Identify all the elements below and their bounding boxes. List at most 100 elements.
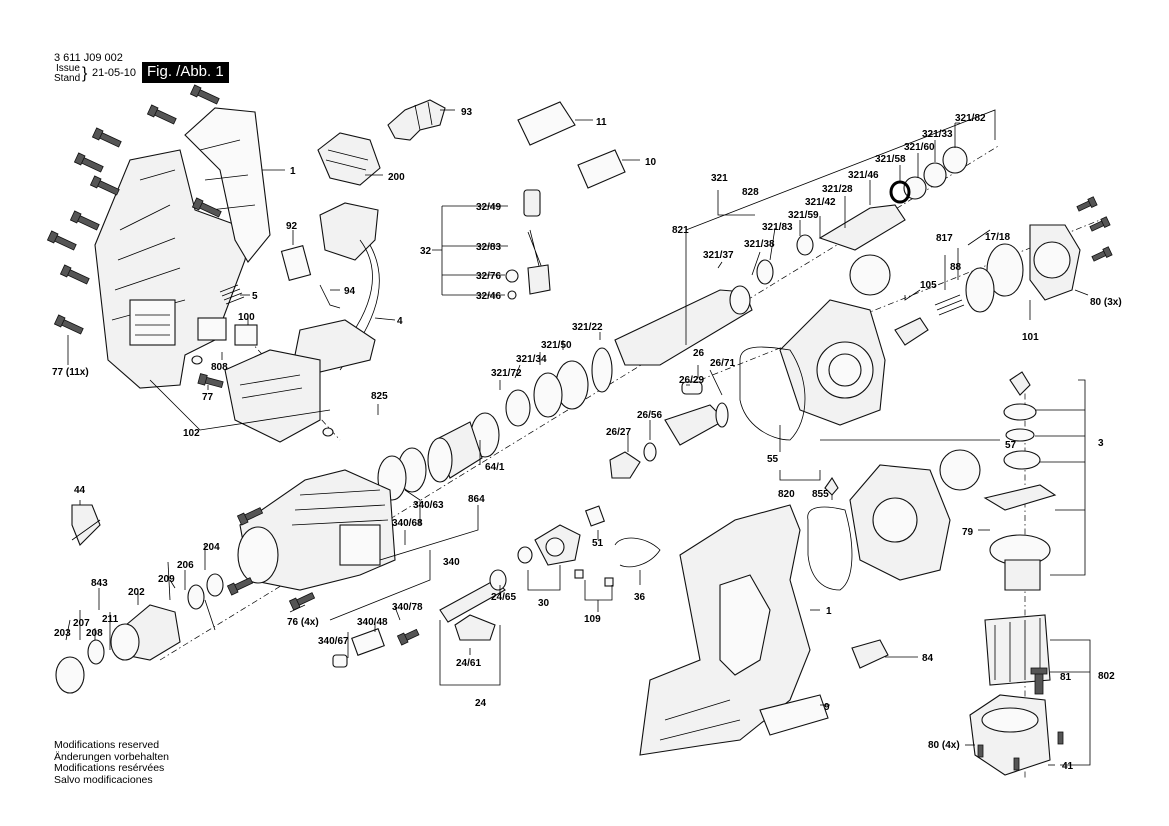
- callout: 1: [290, 166, 296, 177]
- callout: 77: [202, 392, 214, 403]
- callout: 3: [1098, 438, 1104, 449]
- callout: 821: [672, 225, 689, 236]
- part-808: [197, 317, 227, 341]
- callout: 321/60: [904, 142, 935, 153]
- callout: 105: [920, 280, 937, 291]
- callout: 101: [1022, 332, 1039, 343]
- callout: 64/1: [485, 462, 505, 473]
- callout: 321/34: [516, 354, 547, 365]
- callout: 26: [693, 348, 705, 359]
- housing-half-left: [94, 107, 271, 389]
- callout: 208: [86, 628, 103, 639]
- callout: 321/37: [703, 250, 734, 261]
- callout: 32/83: [476, 242, 501, 253]
- callout: 24/61: [456, 658, 481, 669]
- switch-lever: [851, 639, 889, 669]
- callout: 321/42: [805, 197, 836, 208]
- gear-housing-rear: [807, 449, 981, 591]
- callout: 321/28: [822, 184, 853, 195]
- callout: 321/38: [744, 239, 775, 250]
- screws-77: [46, 84, 224, 389]
- callout: 11: [596, 117, 607, 128]
- callout: 24/65: [491, 592, 516, 603]
- callout: 77 (11x): [52, 367, 89, 378]
- spring-5: [219, 284, 245, 305]
- callout: 203: [54, 628, 71, 639]
- callout: 340/68: [392, 518, 423, 529]
- callout: 92: [286, 221, 298, 232]
- callout: 321/82: [955, 113, 986, 124]
- callout: 80 (3x): [1090, 297, 1122, 308]
- callout: 1: [826, 606, 832, 617]
- callout: 864: [468, 494, 485, 505]
- callout: 855: [812, 489, 829, 500]
- callout: 51: [592, 538, 604, 549]
- screws-80: [1076, 196, 1113, 262]
- callout: 26/29: [679, 375, 704, 386]
- callout: 4: [397, 316, 403, 327]
- callout: 200: [388, 172, 405, 183]
- callout: 57: [1005, 440, 1017, 451]
- callout: 81: [1060, 672, 1072, 683]
- gear-housing: [739, 254, 891, 441]
- callout: 88: [950, 262, 962, 273]
- callout: 26/71: [710, 358, 735, 369]
- callout: 109: [584, 614, 601, 625]
- callout: 32/49: [476, 202, 501, 213]
- callout: 321/83: [762, 222, 793, 233]
- callout: 76 (4x): [287, 617, 319, 628]
- battery-adapter: [191, 349, 334, 443]
- document-number: 3 611 J09 002: [54, 52, 123, 64]
- callout: 817: [936, 233, 953, 244]
- housing-half-right: [639, 504, 829, 756]
- issue-brace: }: [82, 65, 88, 82]
- callout: 211: [102, 614, 119, 625]
- issue-date: 21-05-10: [92, 67, 137, 79]
- callout: 9: [824, 702, 830, 713]
- callout: 321/46: [848, 170, 879, 181]
- callout: 79: [962, 527, 974, 538]
- callout: 209: [158, 574, 175, 585]
- callout: 93: [461, 107, 473, 118]
- callout: 32: [420, 246, 432, 257]
- gear-housing-front: [226, 469, 420, 646]
- callout: 206: [177, 560, 194, 571]
- callout: 321/50: [541, 340, 572, 351]
- callout: 100: [238, 312, 255, 323]
- callout: 321: [711, 173, 728, 184]
- callout: 44: [74, 485, 86, 496]
- callout: 321/58: [875, 154, 906, 165]
- callout: 26/56: [637, 410, 662, 421]
- issue-label: Issue: [56, 63, 80, 74]
- gear-shaft: [332, 505, 661, 668]
- callout: 32/46: [476, 291, 501, 302]
- callout: 828: [742, 187, 759, 198]
- callout: 84: [922, 653, 934, 664]
- callout: 94: [344, 286, 356, 297]
- callout: 321/22: [572, 322, 603, 333]
- stand-label: Stand: [54, 73, 81, 84]
- callout: 207: [73, 618, 90, 629]
- modifications-line: Modifications resérvées: [54, 762, 165, 774]
- callout: 340/63: [413, 500, 444, 511]
- callout: 340/78: [392, 602, 423, 613]
- callout: 24: [475, 698, 487, 709]
- callout: 820: [778, 489, 795, 500]
- callout: 30: [538, 598, 550, 609]
- callout: 10: [645, 157, 657, 168]
- label-plate-11: [517, 101, 576, 146]
- callout: 321/33: [922, 129, 953, 140]
- callout: 17/18: [985, 232, 1010, 243]
- callout: 321/59: [788, 210, 819, 221]
- callout: 36: [634, 592, 646, 603]
- callout: 340/67: [318, 636, 349, 647]
- callout: 5: [252, 291, 258, 302]
- callout: 340: [443, 557, 460, 568]
- modifications-line: Salvo modificaciones: [54, 773, 153, 786]
- callout: 80 (4x): [928, 740, 960, 751]
- part-100: [234, 324, 258, 346]
- spindle-assembly: [505, 146, 968, 427]
- modifications-line: Änderungen vorbehalten: [54, 750, 170, 763]
- callout: 802: [1098, 671, 1115, 682]
